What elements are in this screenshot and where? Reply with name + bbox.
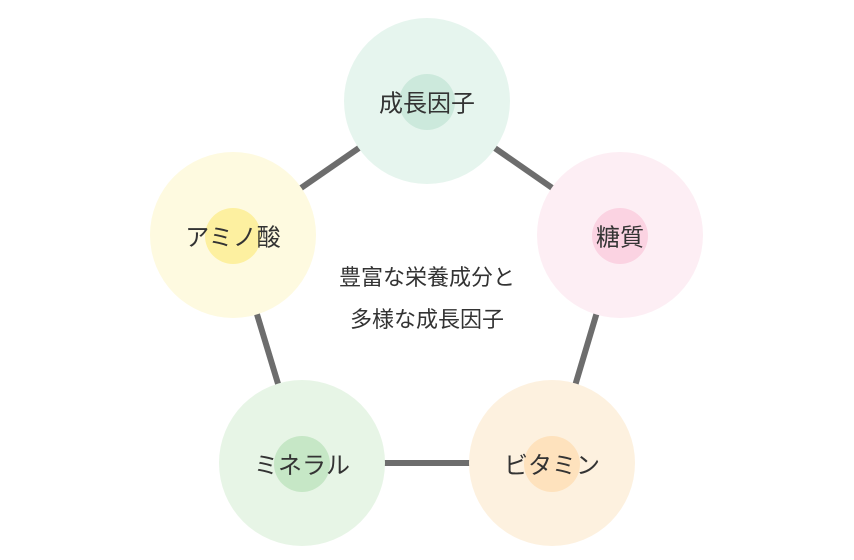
node-amino-acid	[150, 152, 316, 318]
node-label-growth-factor: 成長因子	[379, 89, 475, 118]
node-vitamin	[469, 380, 635, 546]
inner-circle	[399, 74, 455, 130]
inner-circle	[592, 208, 648, 264]
node-label-vitamin: ビタミン	[504, 451, 600, 480]
node-label-amino-acid: アミノ酸	[185, 223, 281, 252]
node-label-mineral: ミネラル	[254, 451, 350, 480]
node-sugar	[537, 152, 703, 318]
center-text: 豊富な栄養成分と 多様な成長因子	[339, 258, 515, 342]
inner-circle	[274, 436, 330, 492]
center-text-line1: 豊富な栄養成分と	[338, 266, 516, 291]
center-text-line2: 多様な成長因子	[349, 308, 505, 333]
node-label-sugar: 糖質	[596, 223, 644, 252]
node-mineral	[219, 380, 385, 546]
inner-circle	[524, 436, 580, 492]
node-growth-factor	[344, 18, 510, 184]
inner-circle	[205, 208, 261, 264]
